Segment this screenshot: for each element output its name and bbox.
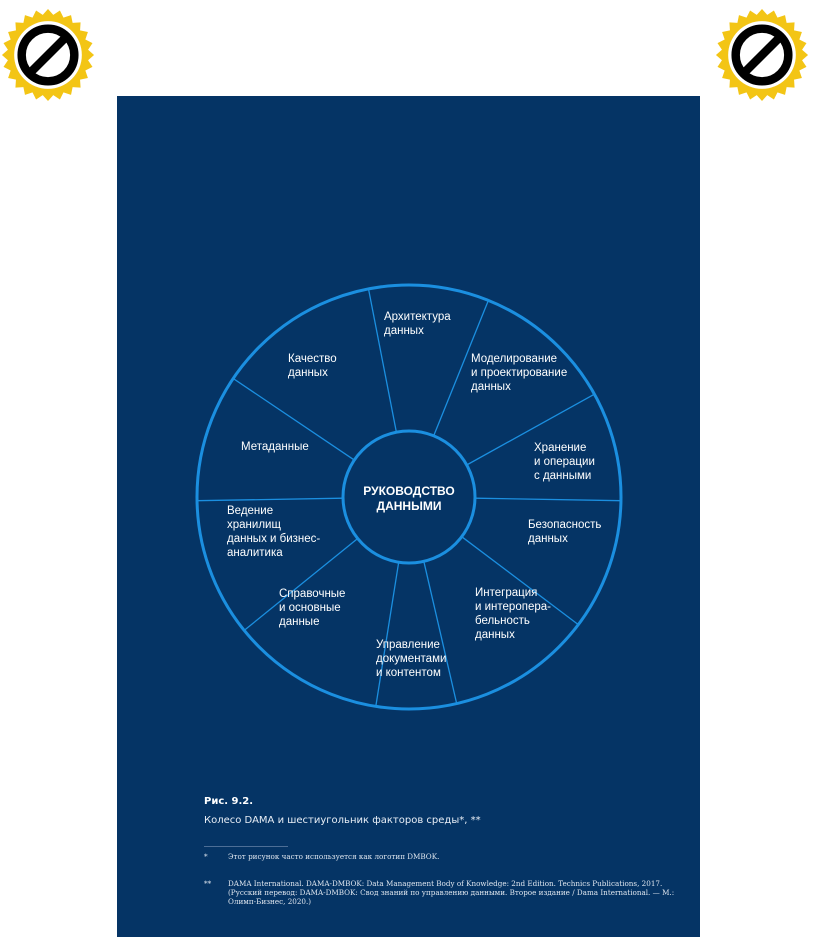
spoke-10 xyxy=(232,377,355,461)
spoke-6 xyxy=(423,561,458,704)
spoke-8 xyxy=(243,537,359,631)
footnote-2-text: DAMA International. DAMA-DMBOK: Data Man… xyxy=(228,879,675,906)
spoke-2 xyxy=(433,300,490,437)
segment-metadata: Метаданные xyxy=(241,441,309,453)
badge-slash xyxy=(740,33,784,77)
spoke-1 xyxy=(367,288,398,433)
no-entry-icon-left xyxy=(1,8,95,102)
figure-caption: Колесо DAMA и шестиугольник факторов сре… xyxy=(204,815,481,826)
badge-slash xyxy=(26,33,70,77)
no-entry-icon-right xyxy=(715,8,809,102)
footnote-1: * Этот рисунок часто используется как ло… xyxy=(204,852,689,861)
footnote-1-mark: * xyxy=(204,852,208,861)
hub-circle xyxy=(341,429,477,565)
figure-label: Рис. 9.2. xyxy=(204,796,254,807)
spoke-3 xyxy=(466,393,595,466)
wheel-outer-ring xyxy=(195,283,623,711)
footnote-2: ** DAMA International. DAMA-DMBOK: Data … xyxy=(204,879,689,906)
badge-circle xyxy=(731,24,793,86)
footnote-divider xyxy=(204,846,288,847)
spoke-4 xyxy=(474,497,622,502)
footnote-2-mark: ** xyxy=(204,879,212,888)
spoke-5 xyxy=(461,536,579,626)
badge-circle xyxy=(17,24,79,86)
spoke-9 xyxy=(196,497,344,502)
spoke-7 xyxy=(375,562,400,707)
footnote-1-text: Этот рисунок часто используется как лого… xyxy=(228,852,440,861)
